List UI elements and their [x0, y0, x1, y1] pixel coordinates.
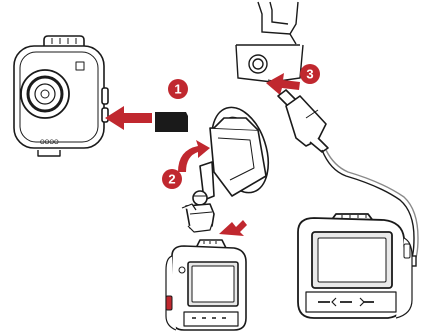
- step-badge-1: 1: [168, 79, 188, 99]
- step-number-1: 1: [174, 82, 181, 97]
- step-number-2: 2: [168, 172, 175, 187]
- svg-text:OOOO: OOOO: [40, 140, 59, 146]
- step-badge-2: 2: [162, 169, 182, 189]
- step-badge-3: 3: [300, 64, 320, 84]
- insert-card-arrow: [105, 106, 152, 130]
- cigarette-socket-icon: [236, 2, 303, 84]
- dashcam-front-icon: OOOO: [14, 36, 108, 156]
- dashcam-rear-large-icon: [298, 214, 412, 318]
- car-charger-icon: [278, 90, 328, 152]
- dashcam-back-icon: [166, 240, 246, 330]
- sd-card-icon: [155, 112, 188, 132]
- step-number-3: 3: [306, 67, 313, 82]
- slide-down-arrow: [219, 220, 247, 236]
- suction-mount-icon: [182, 100, 278, 232]
